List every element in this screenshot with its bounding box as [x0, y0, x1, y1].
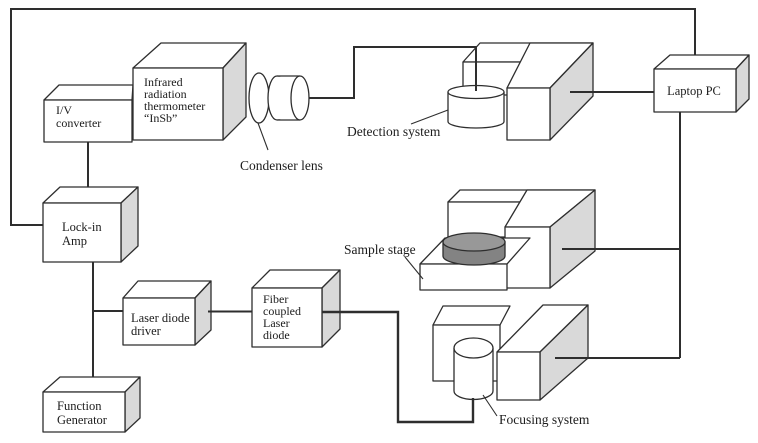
driver-front-face: [122, 297, 196, 346]
node-lockin-amp: Lock-in Amp: [42, 186, 139, 263]
condenser-lens-element: [248, 72, 270, 124]
node-laptop-pc: Laptop PC: [653, 54, 750, 113]
node-sample-stage: [419, 189, 596, 291]
laptop-top-face: [653, 54, 750, 70]
iv-converter-label-line2: converter: [56, 116, 101, 130]
node-condenser-lens: [248, 72, 310, 124]
leader-sample-stage: [404, 256, 424, 280]
iv-converter-front-face: [43, 99, 133, 143]
ir-thermometer-label-line3: thermometer: [144, 99, 205, 113]
leader-condenser-lens: [257, 122, 269, 151]
node-focusing-system: [432, 304, 589, 401]
node-ir-thermometer: Infrared radiation thermometer “InSb”: [132, 42, 247, 141]
ir-thermometer-label-line2: radiation: [144, 87, 187, 101]
leader-focusing-system: [482, 394, 498, 417]
fiberdiode-label-line2: coupled: [263, 304, 301, 318]
wire-condenser-to-detection: [309, 46, 477, 99]
iv-converter-top-face: [43, 84, 134, 101]
lockin-front-face: [42, 202, 122, 263]
node-function-generator: Function Generator: [42, 376, 141, 433]
fiberdiode-label-line4: diode: [263, 328, 290, 342]
detection-system-label: Detection system: [347, 124, 441, 139]
driver-label-line2: driver: [131, 324, 162, 338]
node-fiber-coupled-laser-diode: Fiber coupled Laser diode: [251, 269, 341, 348]
condenser-lens-label: Condenser lens: [240, 158, 323, 173]
laptop-front-face: [653, 68, 737, 113]
iv-converter-label-line1: I/V: [56, 103, 72, 117]
ir-thermometer-front-face: [132, 67, 224, 141]
funcgen-label-line1: Function: [57, 399, 102, 413]
lockin-label-line1: Lock-in: [62, 220, 102, 234]
funcgen-label-line2: Generator: [57, 413, 108, 427]
funcgen-front-face: [42, 391, 126, 433]
samplestage-platform-front-face: [419, 263, 508, 291]
wire-lockin-to-laptop: [10, 8, 696, 226]
laptop-label: Laptop PC: [667, 84, 721, 98]
condenser-barrel-right-cap: [290, 75, 310, 121]
funcgen-top-face: [42, 376, 141, 393]
sample-disc-top: [442, 232, 506, 252]
fiberdiode-label-line3: Laser: [263, 316, 290, 330]
node-iv-converter: I/V converter: [43, 84, 134, 143]
ir-thermometer-label-line1: Infrared: [144, 75, 183, 89]
fiberdiode-front-face: [251, 287, 323, 348]
detection-cylinder-body: [447, 92, 505, 129]
focusing-cylinder-top: [453, 337, 494, 359]
lockin-label-line2: Amp: [62, 234, 87, 248]
focusing-back-box-top-face: [432, 305, 511, 326]
focusing-main-box-front-face: [496, 351, 541, 401]
focusing-system-label: Focusing system: [499, 412, 590, 427]
sample-stage-label: Sample stage: [344, 242, 416, 257]
wire-fiber-to-focusing: [322, 310, 475, 424]
node-laser-diode-driver: Laser diode driver: [122, 280, 212, 346]
ir-thermometer-label-line4: “InSb”: [144, 111, 177, 125]
detection-main-box-front-face: [506, 87, 551, 141]
driver-label-line1: Laser diode: [131, 311, 190, 325]
fiberdiode-label-line1: Fiber: [263, 292, 288, 306]
leader-detection-system: [410, 109, 449, 125]
